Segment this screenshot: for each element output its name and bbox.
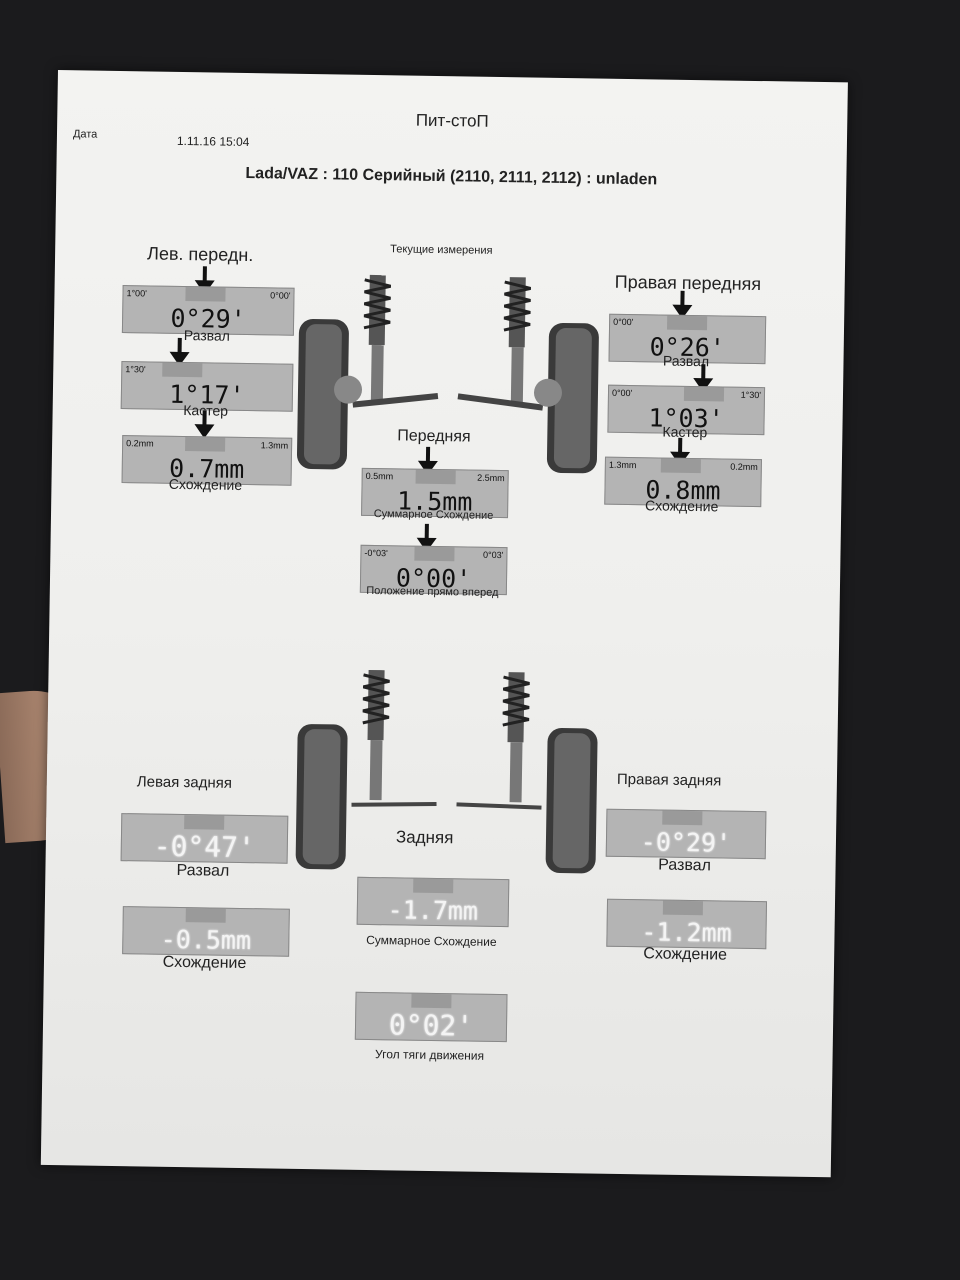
rear-axle-label: Задняя [395,827,454,848]
right-front-caster-label: Кастер [662,423,708,441]
meter-notch [411,993,452,1009]
rear-suspension-illustration [295,669,598,874]
thrust-angle-meter: 0°02' [354,991,508,1043]
left-front-camber-min: 1°00' [126,288,147,299]
right-rear-toe-meter: -1.2mm [606,898,768,950]
left-front-title: Лев. передн. [146,243,254,266]
straight-ahead-min: -0°03' [364,547,388,559]
left-rear-toe-value: -0.5mm [160,924,252,956]
rear-total-toe-value: -1.7mm [387,895,479,926]
meter-notch [683,386,725,402]
right-front-caster-max: 1°30' [740,389,762,401]
straight-ahead-label: Положение прямо вперед [366,584,499,599]
right-front-toe-label: Схождение [644,497,719,515]
meter-notch [662,810,703,826]
right-rear-toe-label: Схождение [643,945,728,964]
left-rear-camber-label: Развал [176,861,230,880]
right-front-caster-min: 0°00' [611,387,633,399]
meter-notch [184,815,225,830]
left-front-toe-max: 1.3mm [260,440,289,451]
front-suspension-illustration [296,274,599,474]
right-front-toe-min: 1.3mm [608,459,637,471]
left-front-camber-label: Развал [183,327,231,344]
meter-notch [662,900,704,916]
right-rear-toe-value: -1.2mm [641,917,732,948]
rear-total-toe-label: Суммарное Схождение [366,932,497,949]
thrust-angle-label: Угол тяги движения [374,1047,485,1063]
right-front-camber-label: Развал [662,352,710,370]
left-rear-camber-meter: -0°47' [120,813,289,865]
meter-notch [660,458,701,474]
printout-page: Пит-стоП Дата 1.11.16 15:04 Lada/VAZ : 1… [40,70,848,1178]
right-front-camber-min: 0°00' [613,316,634,328]
left-front-caster-min: 1°30' [125,364,146,375]
report-title: Пит-стоП [415,110,489,131]
front-total-toe-min: 0.5mm [365,470,394,482]
meter-notch [413,878,454,894]
left-rear-camber-value: -0°47' [153,829,256,865]
left-rear-title: Левая задняя [136,773,233,792]
front-axle-label: Передняя [397,427,471,446]
meter-notch [666,315,708,331]
meter-notch [185,908,226,923]
right-front-toe-max: 0.2mm [730,461,758,473]
right-rear-camber-meter: -0°29' [605,808,767,860]
left-rear-toe-meter: -0.5mm [122,906,290,957]
date-label: Дата [72,128,98,141]
meter-notch [415,469,456,485]
right-rear-title: Правая задняя [616,770,722,790]
thrust-angle-value: 0°02' [388,1008,474,1043]
meter-notch [414,546,455,562]
vehicle-title: Lada/VAZ : 110 Серийный (2110, 2111, 211… [245,164,658,189]
left-front-camber-max: 0°00' [270,290,291,301]
meter-notch [185,287,226,302]
meter-notch [162,362,203,378]
right-front-title: Правая передняя [614,271,762,295]
right-rear-camber-label: Развал [658,856,712,875]
front-total-toe-label: Суммарное Схождение [373,508,494,522]
meter-notch [185,437,226,452]
left-front-toe-label: Схождение [168,475,243,493]
rear-total-toe-meter: -1.7mm [356,876,510,928]
date-value: 1.11.16 15:04 [176,133,250,150]
front-total-toe-max: 2.5mm [477,472,505,484]
left-rear-toe-label: Схождение [162,953,247,973]
right-rear-camber-value: -0°29' [640,827,732,858]
straight-ahead-max: 0°03' [483,549,504,561]
current-measurements-label: Текущие измерения [390,243,493,257]
left-front-toe-min: 0.2mm [126,438,154,449]
